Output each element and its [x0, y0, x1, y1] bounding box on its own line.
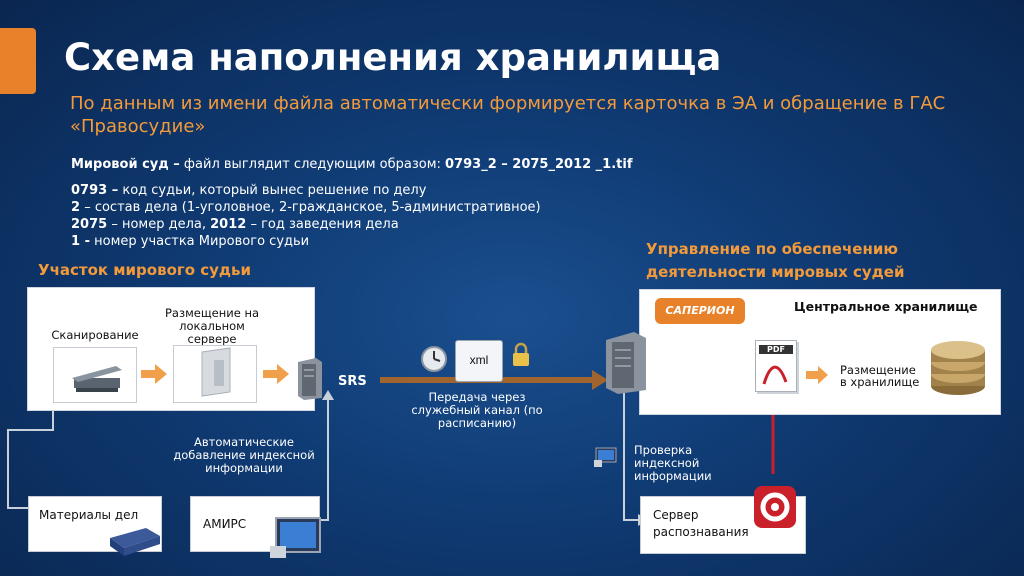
local-label: Размещение на локальном сервере [164, 306, 260, 346]
arrowhead-up [322, 390, 334, 400]
filename-example: 0793_2 – 2075_2012 _1.tif [445, 157, 633, 172]
saperion-logo: САПЕРИОН [655, 298, 745, 324]
legend-text: номер участка Мирового судьи [94, 234, 310, 249]
legend-line-3: 2075 – номер дела, 2012 – год заведения … [71, 216, 399, 233]
page-title: Схема наполнения хранилища [64, 36, 722, 79]
transfer-label: Передача через служебный канал (по распи… [411, 390, 543, 430]
pdf-label: PDF [759, 345, 793, 354]
left-srs-label: SRS [338, 374, 367, 389]
placement-label: Размещение в хранилище [840, 363, 920, 389]
legend-code: 1 - [71, 234, 90, 249]
materials-label: Материалы дел [39, 508, 139, 522]
left-section-heading: Участок мирового судьи [38, 261, 252, 279]
amirs-connector [318, 398, 329, 521]
legend-code: 2012 [210, 217, 247, 232]
legend-line-1: 0793 – код судьи, который вынес решение … [71, 182, 426, 199]
recognition-label: Сервер распознавания [653, 508, 749, 539]
legend-code: 2075 [71, 217, 108, 232]
folder-tile[interactable] [173, 345, 257, 403]
abbyy-logo-icon [754, 486, 796, 528]
legend-text: код судьи, который вынес решение по делу [122, 183, 427, 198]
check-index-label: Проверка индексной информации [634, 443, 712, 483]
step-arrow [141, 364, 167, 384]
saperion-logo-text: САПЕРИОН [665, 304, 735, 317]
monitor-icon [270, 517, 321, 558]
amirs-label: АМИРС [203, 517, 247, 531]
database-icon [931, 341, 985, 395]
legend-code: 0793 – [71, 183, 119, 198]
legend-text: – состав дела (1-уголовное, 2-гражданско… [84, 200, 541, 215]
auto-index-label: Автоматические добавление индексной инфо… [173, 435, 315, 475]
recognition-connector [623, 392, 640, 521]
legend-line-4: 1 - номер участка Мирового судьи [71, 233, 309, 250]
page-subtitle: По данным из имени файла автоматически ф… [70, 93, 946, 137]
pdf-document[interactable]: PDF [755, 340, 797, 392]
materials-connector [7, 378, 54, 509]
clock-icon [421, 346, 447, 372]
scan-label: Сканирование [51, 328, 139, 342]
filename-line: Мировой суд – файл выглядит следующим об… [71, 156, 633, 173]
xml-icon: xml [455, 340, 503, 382]
scanner-tile[interactable] [53, 347, 137, 403]
legend-text: – год заведения дела [250, 217, 399, 232]
right-srs-label: SRS [659, 342, 690, 358]
step-arrow [806, 366, 828, 384]
court-label: Мировой суд – [71, 157, 180, 172]
lock-icon [513, 342, 529, 366]
folder-icon [201, 347, 231, 397]
legend-text: – номер дела, [111, 217, 206, 232]
central-server-icon [606, 332, 646, 394]
legend-line-2: 2 – состав дела (1-уголовное, 2-гражданс… [71, 199, 541, 216]
filename-desc: файл выглядит следующим образом: [183, 157, 441, 172]
step-arrow [263, 364, 289, 384]
central-storage-title: Центральное хранилище [794, 299, 978, 314]
scanner-icon [72, 366, 122, 392]
right-section-heading-1: Управление по обеспечению [646, 240, 898, 258]
small-monitor-icon [594, 447, 617, 467]
transfer-arrowhead [592, 370, 608, 390]
title-accent-tab [0, 28, 36, 94]
pdf-icon [762, 365, 788, 385]
xml-label: xml [469, 353, 489, 367]
right-section-heading-2: деятельности мировых судей [646, 263, 905, 281]
legend-code: 2 [71, 200, 81, 215]
local-server-icon [298, 358, 322, 400]
binders-icon [110, 528, 160, 556]
